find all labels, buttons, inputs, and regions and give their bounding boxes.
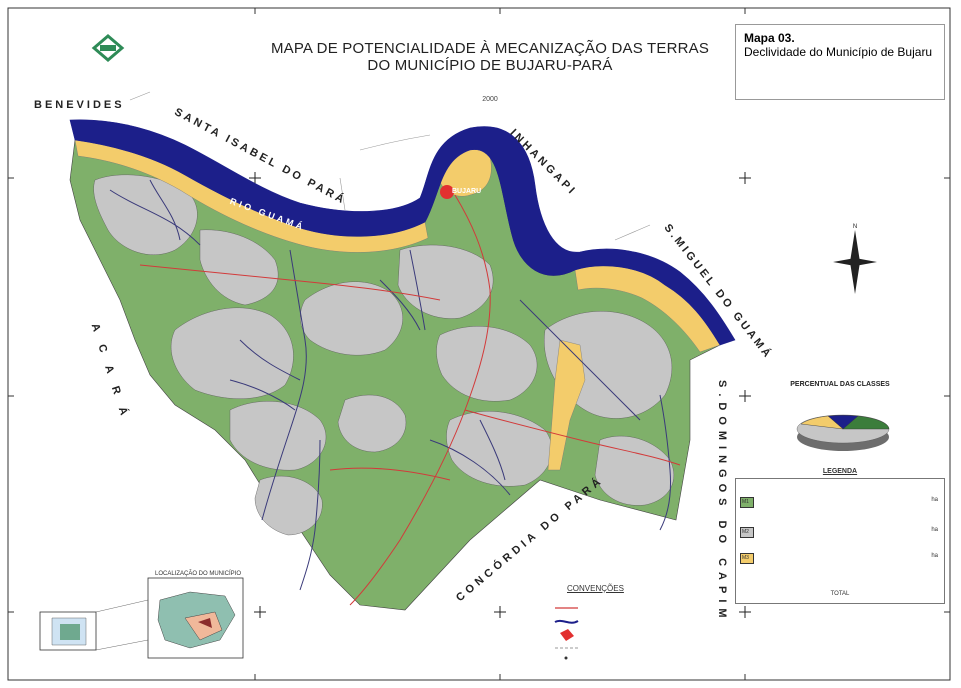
conventions-symbols (554, 607, 579, 660)
legend-area-m1: ha (931, 497, 938, 503)
location-title: LOCALIZAÇÃO DO MUNICÍPIO (155, 571, 242, 577)
north-arrow-icon: N (833, 224, 877, 294)
legend-swatch-m1: M1 (740, 497, 754, 508)
map-number: Mapa 03. (744, 31, 795, 45)
label-benevides: BENEVIDES (34, 99, 125, 111)
river-guama (69, 119, 736, 346)
legend-row-m2: M2 ha (740, 527, 940, 541)
drainage-network (109, 179, 671, 591)
pie-title: PERCENTUAL DAS CLASSES (790, 381, 890, 388)
legend-swatch-m3: M3 (740, 553, 754, 564)
legend-heading: LEGENDA (822, 468, 858, 475)
map-title-box: Mapa 03. Declividade do Município de Buj… (735, 24, 945, 100)
road-network (139, 194, 681, 606)
main-title-line2: DO MUNICÍPIO DE BUJARU-PARÁ (367, 57, 613, 74)
legend-panel: LEGENDA M1 ha M2 ha M3 ha TOTAL (735, 468, 945, 604)
svg-text:N: N (853, 224, 857, 230)
main-title-line1: MAPA DE POTENCIALIDADE À MECANIZAÇÃO DAS… (270, 40, 710, 57)
location-inset (39, 577, 244, 659)
logo-caption (58, 66, 158, 72)
scale-year: 2000 (482, 96, 498, 103)
legend-row-m3: M3 ha (740, 553, 940, 567)
main-title: MAPA DE POTENCIALIDADE À MECANIZAÇÃO DAS… (255, 40, 725, 74)
label-city: BUJARU (452, 188, 482, 195)
city-marker-icon (440, 185, 454, 199)
legend-area-m3: ha (931, 553, 938, 559)
map-subtitle: Declividade do Município de Bujaru (744, 45, 933, 59)
legend-area-m2: ha (931, 527, 938, 533)
legend-swatch-m2: M2 (740, 527, 754, 538)
institution-logo-icon (91, 34, 125, 62)
class-percentage-pie (796, 414, 890, 451)
legend-row-m1: M1 ha (740, 497, 940, 511)
legend-total: TOTAL (830, 591, 850, 597)
conventions-title: CONVENÇÕES (567, 584, 624, 593)
label-sao-domingos: S.DOMINGOS DO CAPIM (716, 380, 728, 624)
